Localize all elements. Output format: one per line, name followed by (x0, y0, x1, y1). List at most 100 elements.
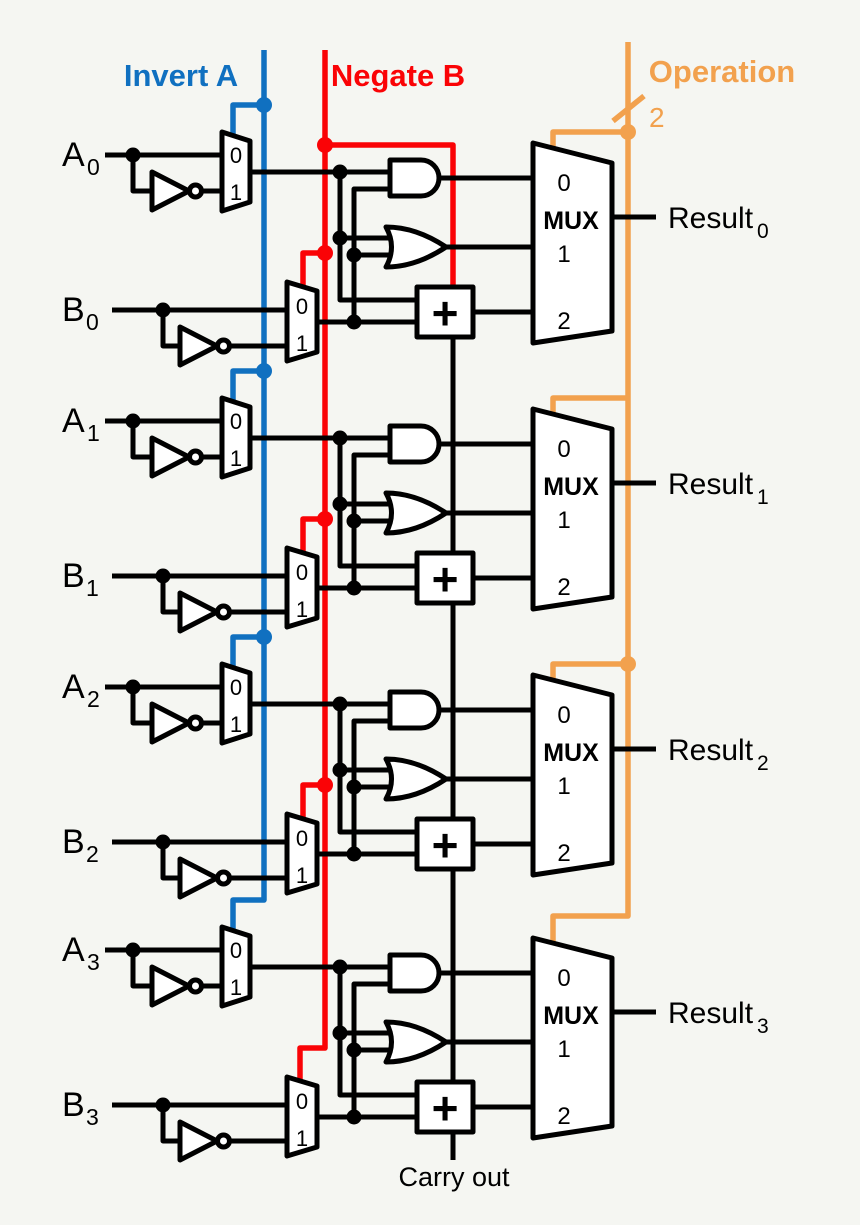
b-negate-mux (284, 811, 320, 896)
or-gate (383, 756, 449, 802)
result-mux (530, 935, 615, 1141)
result-mux-input-0-label: 0 (557, 702, 570, 729)
bit-slice: A 3 B 3 0 1 0 1 + 0 MUX 1 2 Result 3 (62, 924, 769, 1163)
a-invert-mux-input-1-label: 1 (230, 712, 242, 737)
a-invert-mux-input-1-label: 1 (230, 975, 242, 1000)
a-inverter-branch-wire (130, 421, 152, 460)
input-label-b-subscript: 3 (86, 1104, 99, 1130)
result-mux-label: MUX (543, 739, 599, 767)
a-inverter-gate (149, 169, 192, 213)
input-label-b: B (62, 291, 85, 329)
and-gate (387, 157, 442, 199)
and-gate (387, 689, 442, 731)
negate-b-control-line (297, 50, 328, 1082)
junction-dot (155, 302, 171, 318)
b-inverter-branch-wire (160, 1105, 180, 1144)
input-label-b: B (62, 557, 85, 595)
b-inverter-bubble (215, 1132, 232, 1150)
a-inverter-gate (149, 435, 192, 479)
invert-a-tap (230, 102, 264, 136)
junction-dot (346, 580, 362, 596)
b-inverter-branch-wire (160, 310, 180, 349)
b-distribution-wire (351, 186, 390, 322)
junction-dot (125, 679, 141, 695)
operation-tap (550, 395, 628, 416)
junction-dot (332, 959, 348, 975)
result-mux-input-1-label: 1 (557, 1036, 570, 1063)
carry-out-label: Carry out (398, 1162, 510, 1192)
junction-dot (346, 247, 362, 263)
input-label-a: A (62, 931, 85, 969)
result-mux-input-0-label: 0 (557, 965, 570, 992)
result-label: Result (668, 734, 754, 767)
adder-plus-label: + (432, 287, 459, 339)
a-distribution-wire (337, 967, 419, 1098)
junction-dot (346, 1109, 362, 1125)
junction-dot (346, 314, 362, 330)
or-gate (383, 224, 449, 270)
b-negate-mux-input-1-label: 1 (296, 1126, 308, 1151)
b-inverter-gate (177, 590, 220, 634)
bus-width-slash-icon (611, 93, 646, 124)
a-invert-mux-input-1-label: 1 (230, 180, 242, 205)
result-mux-input-1-label: 1 (557, 773, 570, 800)
negate-b-junction-dot (317, 245, 333, 261)
result-mux (530, 406, 615, 612)
adder (414, 816, 476, 872)
junction-dot (125, 942, 141, 958)
a-inverter-bubble (187, 182, 204, 200)
result-mux-input-2-label: 2 (557, 574, 570, 601)
b-negate-mux-input-0-label: 0 (296, 826, 308, 851)
b-distribution-wire (351, 981, 390, 1117)
junction-dot (155, 834, 171, 850)
adder (414, 1079, 476, 1135)
a-invert-mux (219, 129, 253, 214)
junction-dot (332, 496, 348, 512)
invert-a-junction-dot (256, 629, 272, 645)
operation-control-line (550, 42, 631, 943)
b-inverter-bubble (215, 869, 232, 887)
junction-dot (332, 230, 348, 246)
b-negate-mux (284, 545, 320, 630)
adder-plus-label: + (432, 819, 459, 871)
a-inverter-bubble (187, 448, 204, 466)
adder-plus-label: + (432, 1082, 459, 1134)
a-inverter-gate (149, 964, 192, 1008)
b-negate-mux-input-0-label: 0 (296, 294, 308, 319)
a-distribution-wire (337, 172, 419, 303)
result-mux-label: MUX (543, 473, 599, 501)
b-inverter-bubble (215, 603, 232, 621)
a-inverter-bubble (187, 977, 204, 995)
b-negate-mux-input-1-label: 1 (296, 331, 308, 356)
result-mux-input-0-label: 0 (557, 170, 570, 197)
invert-a-tap (230, 368, 264, 402)
invert-a-tap (230, 634, 264, 668)
input-label-a: A (62, 402, 85, 440)
result-mux-input-2-label: 2 (557, 308, 570, 335)
and-gate (387, 423, 442, 465)
junction-dot (346, 846, 362, 862)
input-label-b-subscript: 0 (86, 309, 99, 335)
junction-dot (332, 164, 348, 180)
input-label-a-subscript: 2 (87, 686, 100, 712)
operation-junction-dot (620, 656, 636, 672)
b-negate-mux (284, 1074, 320, 1159)
junction-dot (332, 430, 348, 446)
a-invert-mux-input-1-label: 1 (230, 446, 242, 471)
operation-tap (550, 661, 628, 682)
a-inverter-branch-wire (130, 950, 152, 989)
a-distribution-wire (337, 704, 419, 835)
b-inverter-gate (177, 324, 220, 368)
operation-tap (550, 129, 628, 150)
bit-slice: A 2 B 2 0 1 0 1 + 0 MUX 1 2 Result 2 (62, 661, 769, 900)
input-label-b-subscript: 1 (86, 575, 99, 601)
a-invert-mux-input-0-label: 0 (230, 675, 242, 700)
input-label-b: B (62, 1086, 85, 1124)
junction-dot (332, 762, 348, 778)
input-label-a-subscript: 0 (87, 154, 100, 180)
input-label-a: A (62, 136, 85, 174)
and-gate (387, 952, 442, 994)
result-subscript: 2 (757, 752, 769, 775)
junction-dot (125, 413, 141, 429)
